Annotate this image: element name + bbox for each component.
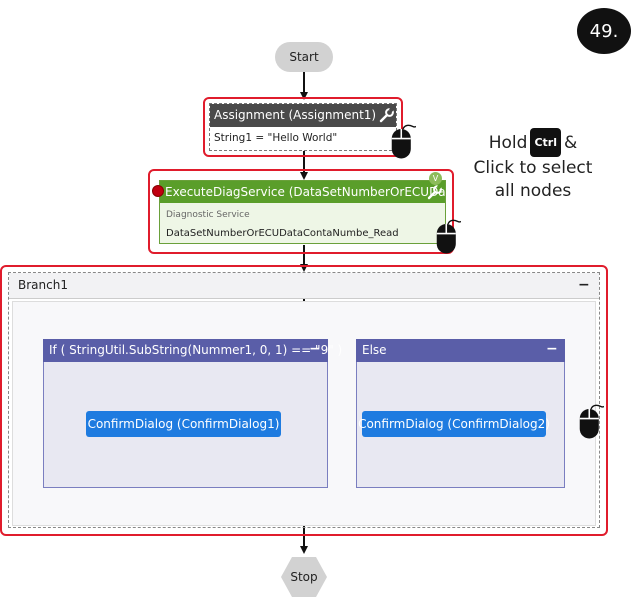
branch-collapse-icon[interactable]: −	[578, 277, 590, 293]
confirm-dialog-1-node[interactable]: ConfirmDialog (ConfirmDialog1)	[86, 411, 281, 437]
wrench-icon[interactable]	[378, 107, 395, 124]
stop-node[interactable]: Stop	[280, 556, 328, 598]
diag-selection-outline	[148, 169, 454, 254]
branch-header	[9, 273, 599, 299]
confirm-dialog-2-node[interactable]: ConfirmDialog (ConfirmDialog2)	[358, 411, 550, 437]
stop-label: Stop	[290, 570, 318, 584]
mouse-icon	[436, 219, 461, 254]
if-collapse-icon[interactable]: −	[309, 341, 321, 357]
branch-selection-outline	[0, 265, 608, 536]
step-number-badge: 49.	[577, 8, 631, 54]
hint-line2: Click to select	[473, 158, 593, 178]
else-collapse-icon[interactable]: −	[546, 341, 558, 357]
diag-node-category: Diagnostic Service	[166, 210, 250, 220]
branch-node[interactable]	[8, 272, 600, 528]
assignment-node-title: Assignment (Assignment1)	[210, 104, 396, 127]
branch-title: Branch1	[18, 278, 68, 292]
else-branch-title: Else	[356, 339, 565, 362]
execute-diag-service-node[interactable]: ExecuteDiagService (DataSetNumberOrECUDa…	[159, 180, 446, 244]
wrench-icon[interactable]	[426, 184, 443, 201]
hint-amp: &	[563, 133, 578, 153]
stop-hexagon	[281, 557, 327, 597]
hint-hold: Hold	[488, 133, 528, 153]
assignment-node[interactable]: Assignment (Assignment1) String1 = "Hell…	[209, 103, 397, 151]
assignment-expression: String1 = "Hello World"	[214, 132, 338, 144]
diag-service-name: DataSetNumberOrECUDataContaNumbe_Read	[166, 228, 399, 239]
start-node[interactable]: Start	[275, 42, 333, 72]
if-branch-title: If ( StringUtil.SubString(Nummer1, 0, 1)…	[43, 339, 342, 362]
mouse-icon	[391, 124, 416, 159]
validation-badge: V	[429, 172, 442, 185]
breakpoint-dot[interactable]	[152, 185, 164, 197]
mouse-icon	[579, 404, 604, 439]
diag-node-title: ExecuteDiagService (DataSetNumberOrECUDa…	[160, 181, 445, 203]
ctrl-key-icon: Ctrl	[530, 128, 561, 157]
hint-line3: all nodes	[494, 181, 572, 201]
assignment-selection-outline	[203, 97, 403, 157]
